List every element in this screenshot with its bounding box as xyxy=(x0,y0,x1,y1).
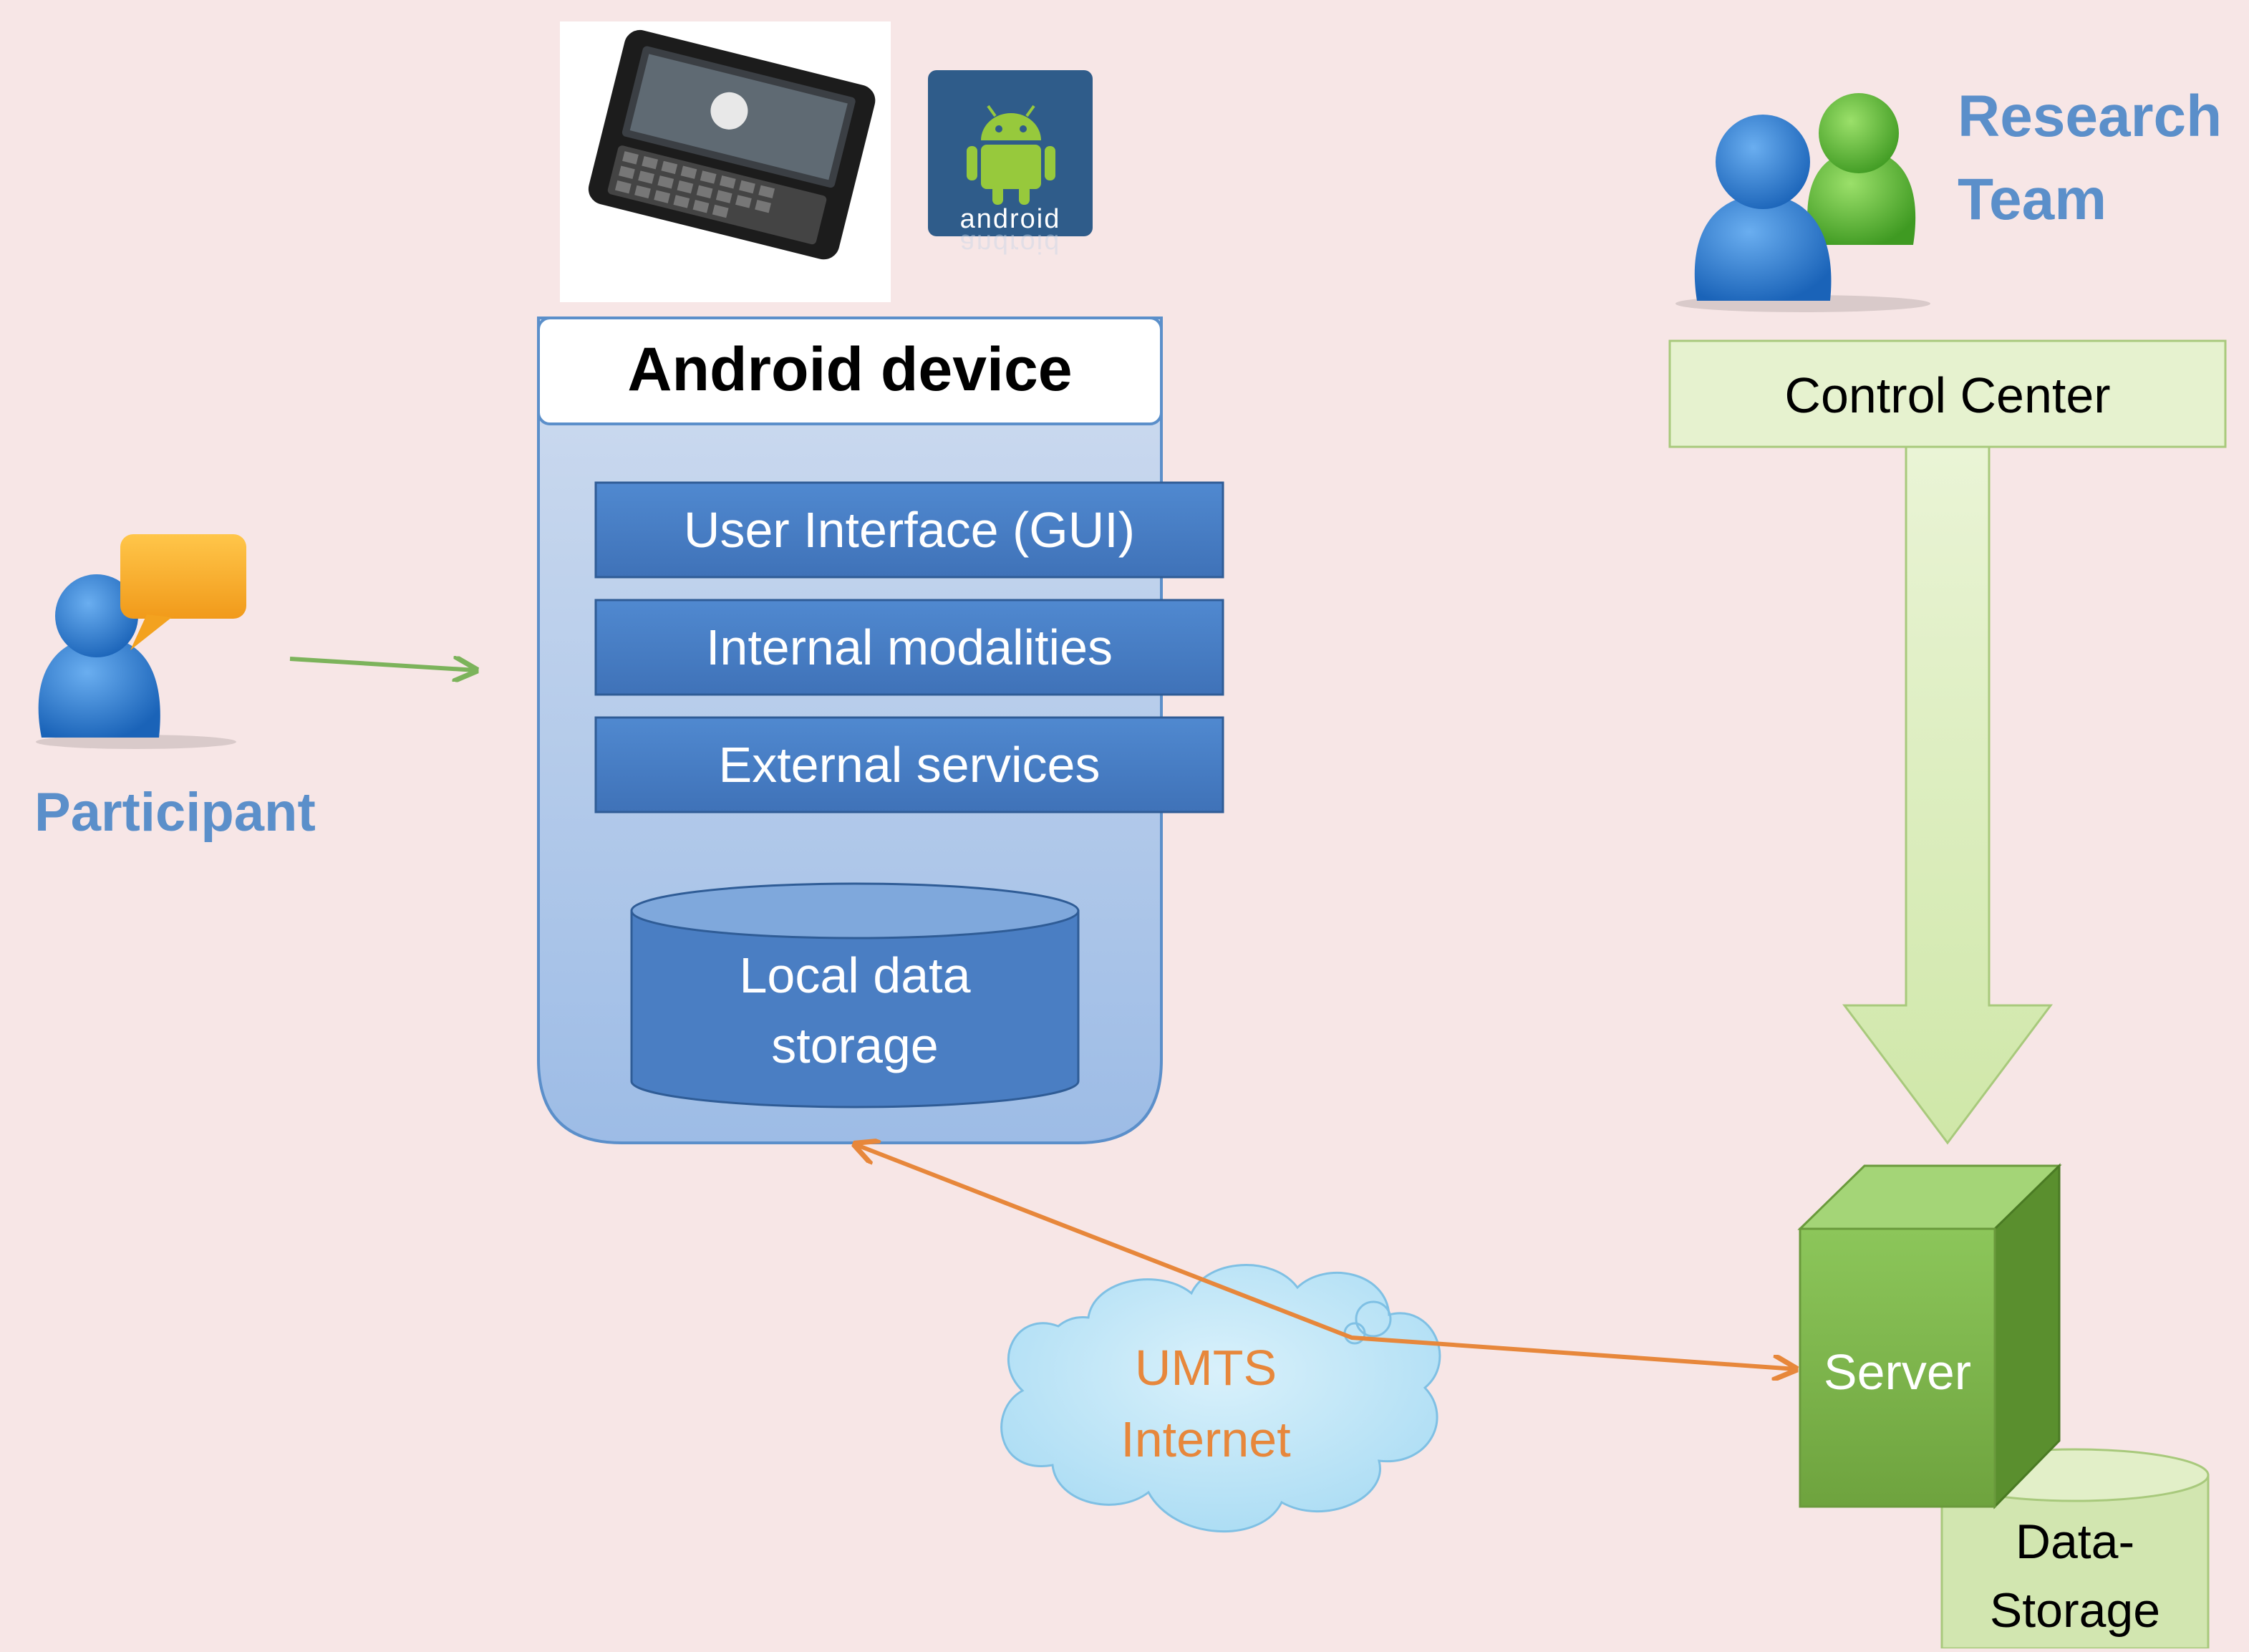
android-logo-text: android xyxy=(960,204,1061,234)
layer-gui: User Interface (GUI) xyxy=(594,481,1224,579)
layer-gui-label: User Interface (GUI) xyxy=(684,502,1135,558)
participant-arrow xyxy=(289,659,476,670)
data-storage-label-1: Data- xyxy=(2016,1515,2134,1569)
local-storage-label-2: storage xyxy=(771,1018,938,1073)
research-team-label-2: Team xyxy=(1958,167,2107,232)
device-title: Android device xyxy=(627,335,1072,404)
participant-label: Participant xyxy=(34,782,316,843)
control-center-label: Control Center xyxy=(1784,367,2110,423)
server-label: Server xyxy=(1824,1344,1971,1400)
local-storage-cylinder: Local data storage xyxy=(630,882,1080,1108)
server-cube: Server xyxy=(1797,1163,2062,1509)
research-team-label-1: Research xyxy=(1958,84,2222,149)
network-label-1: UMTS xyxy=(1135,1340,1277,1396)
speech-bubble-icon xyxy=(120,534,246,650)
control-center-arrow xyxy=(1842,444,2053,1145)
android-logo: android android xyxy=(928,70,1093,259)
layer-internal-modalities: Internal modalities xyxy=(594,599,1224,696)
layer-external-services: External services xyxy=(594,716,1224,813)
data-storage-label-2: Storage xyxy=(1990,1583,2160,1638)
svg-text:android: android xyxy=(960,228,1061,259)
data-storage-cylinder: Data- Storage xyxy=(1940,1448,2210,1650)
local-storage-label-1: Local data xyxy=(739,947,970,1003)
research-team-icon xyxy=(1675,93,1930,312)
layer-external-label: External services xyxy=(719,737,1101,793)
network-connection-arrow xyxy=(855,1144,1796,1369)
phone-image xyxy=(560,21,891,302)
layer-internal-label: Internal modalities xyxy=(706,619,1113,675)
cloud-icon xyxy=(1000,1264,1441,1533)
participant-icon xyxy=(36,574,236,749)
network-label-2: Internet xyxy=(1121,1411,1290,1467)
control-center-box: Control Center xyxy=(1668,339,2227,448)
